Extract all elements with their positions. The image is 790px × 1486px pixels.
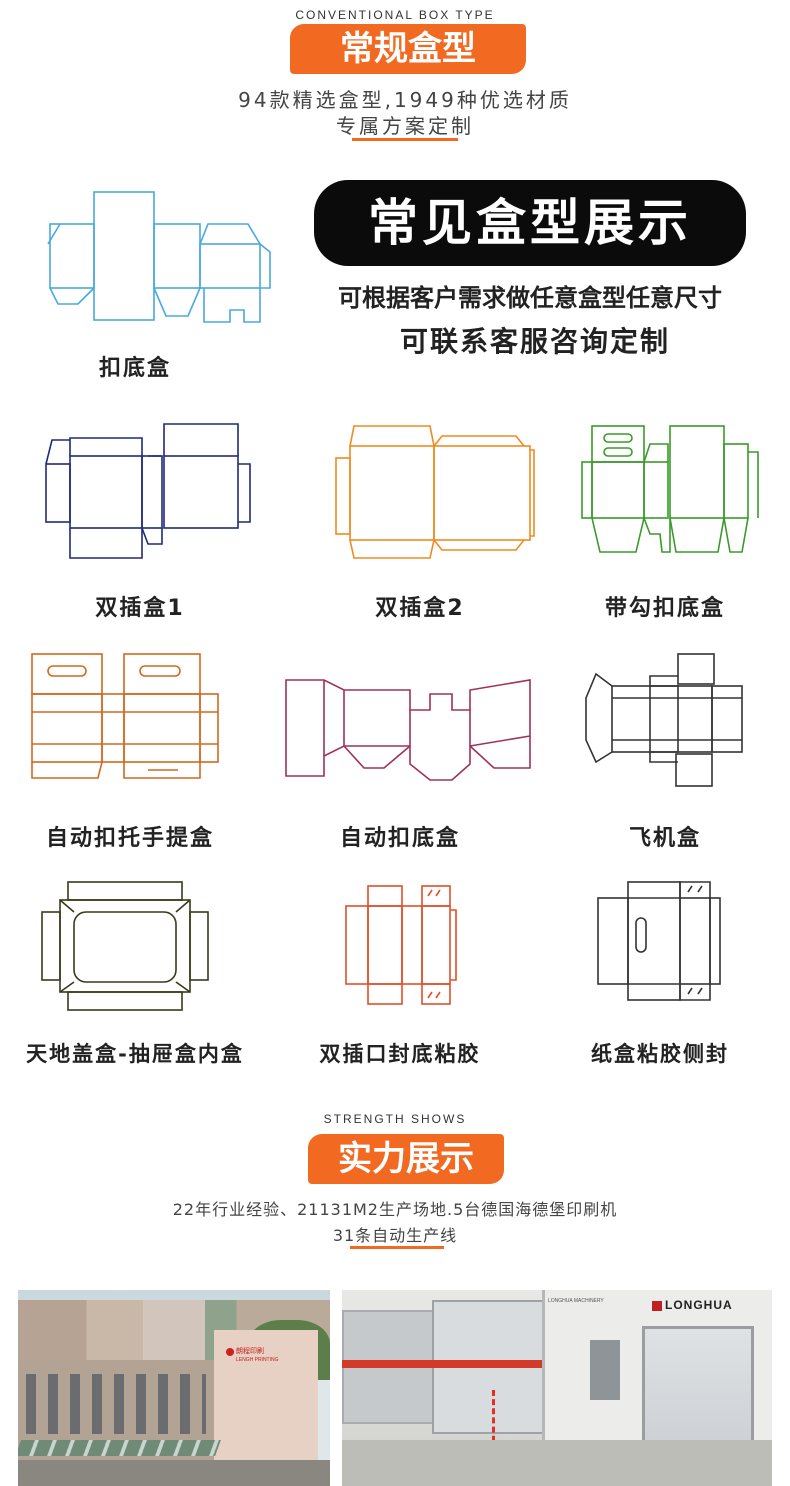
- section-en-title: STRENGTH SHOWS: [323, 1112, 467, 1126]
- section-en-title: CONVENTIONAL BOX TYPE: [295, 8, 495, 22]
- factory-sign-en: LENGH PRINTING: [236, 1357, 279, 1363]
- machine-photo: LONGHUA LONGHUA MACHINERY: [342, 1290, 772, 1486]
- strength-subtitle-line2: 31条自动生产线: [332, 1226, 458, 1245]
- section-title-badge: 实力展示: [308, 1134, 504, 1184]
- box-label: 自动扣底盒: [339, 826, 460, 851]
- red-hose: [492, 1390, 507, 1460]
- strength-subtitle-line1: 22年行业经验、21131M2生产场地.5台德国海德堡印刷机: [172, 1200, 618, 1219]
- box-label: 天地盖盒-抽屉盒内盒: [26, 1042, 244, 1066]
- machine-sub-brand: LONGHUA MACHINERY: [548, 1298, 604, 1304]
- ground: [18, 1460, 330, 1486]
- machine-red-stripe: [342, 1360, 542, 1368]
- showcase-title: 常见盒型展示: [314, 180, 746, 266]
- factory-logo-icon: [226, 1348, 234, 1356]
- box-label: 带勾扣底盒: [604, 596, 725, 621]
- box-label: 双插盒2: [375, 596, 465, 621]
- section-subtitle-line1: 94款精选盒型,1949种优选材质: [238, 88, 572, 112]
- subtitle-underline: [350, 1246, 444, 1249]
- section-subtitle-line2: 专属方案定制: [336, 114, 474, 138]
- subtitle-underline: [352, 138, 458, 141]
- box-label: 双插口封底粘胶: [319, 1042, 481, 1066]
- box-label: 自动扣托手提盒: [45, 826, 214, 851]
- brand-logo-icon: [652, 1300, 662, 1311]
- box-dieline-glue-side-seal: [597, 881, 721, 1001]
- showcase-desc-line2: 可联系客服咨询定制: [399, 325, 670, 358]
- box-dieline-auto-lock-bottom: [285, 679, 531, 781]
- box-label: 双插盒1: [95, 596, 185, 621]
- showcase-desc-line1: 可根据客户需求做任意盒型任意尺寸: [338, 284, 722, 312]
- floor: [342, 1440, 772, 1486]
- box-label: 飞机盒: [628, 826, 701, 851]
- canopy: [18, 1440, 221, 1456]
- factory-sign-text: 朗程印刷: [236, 1348, 264, 1355]
- box-dieline-hook-buckle: [581, 425, 759, 553]
- box-dieline-tuck-glue-bottom: [345, 885, 457, 1005]
- box-dieline-handle-box: [31, 653, 219, 779]
- box-label: 纸盒粘胶侧封: [591, 1042, 729, 1066]
- box-dieline-mailer-box: [585, 653, 743, 787]
- box-dieline-buckle-bottom: [47, 191, 271, 323]
- control-panel: [590, 1340, 620, 1400]
- box-dieline-lid-drawer-inner: [41, 881, 209, 1011]
- factory-photo: 朗程印刷 LENGH PRINTING: [18, 1290, 330, 1486]
- factory-sign: 朗程印刷 LENGH PRINTING: [226, 1348, 286, 1364]
- machine-brand-text: LONGHUA: [665, 1298, 733, 1312]
- building-windows: [26, 1374, 206, 1434]
- box-dieline-double-tuck-2: [335, 425, 535, 559]
- box-dieline-double-tuck-1: [45, 423, 251, 559]
- section-title-badge: 常规盒型: [290, 24, 526, 74]
- machine-brand: LONGHUA: [652, 1298, 733, 1312]
- box-label: 扣底盒: [98, 356, 171, 381]
